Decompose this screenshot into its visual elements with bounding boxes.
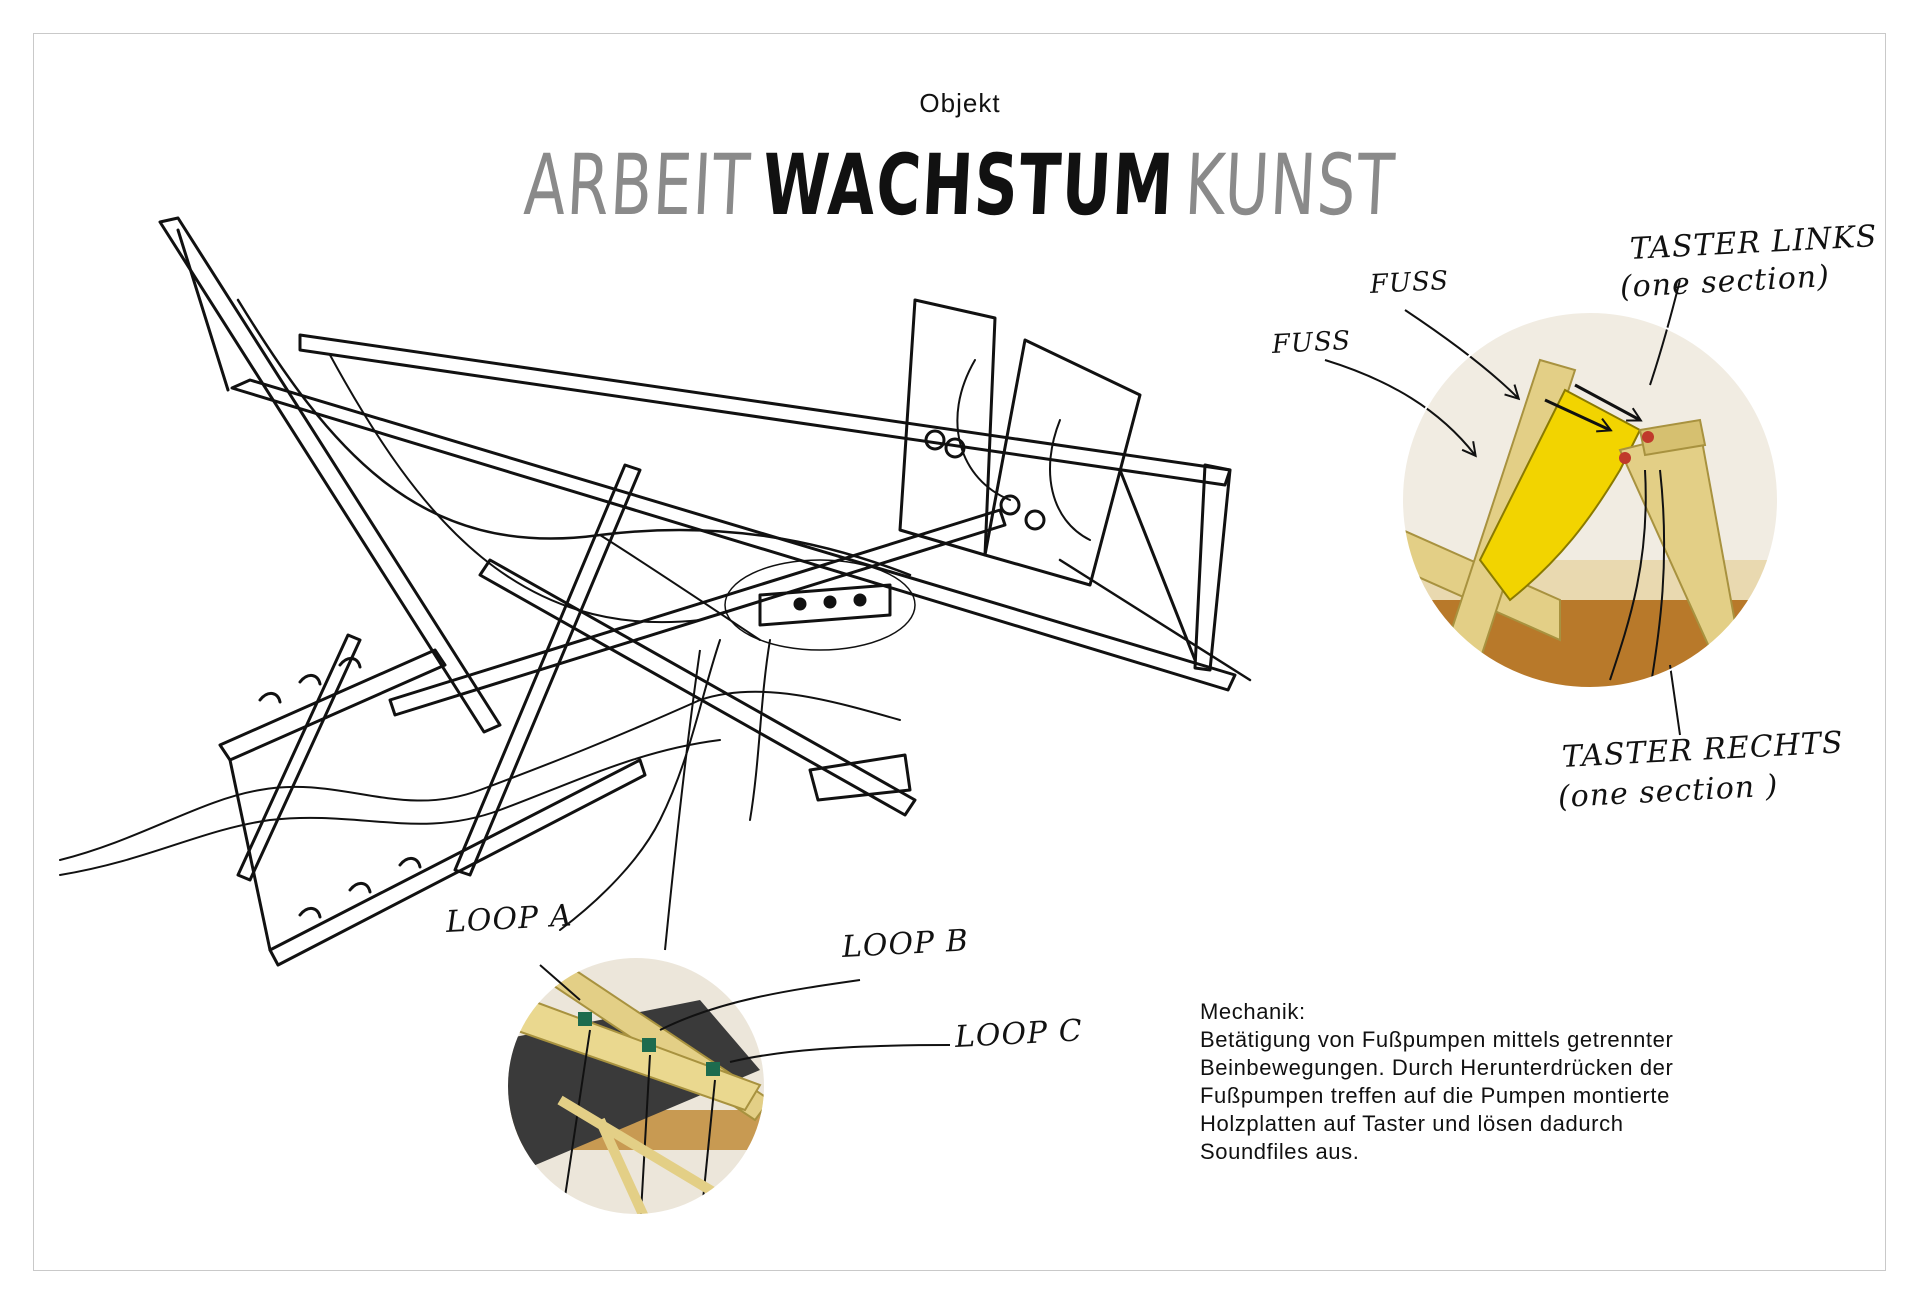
deckchair-sketch bbox=[59, 216, 1252, 967]
annotation-lines bbox=[539, 279, 1681, 1063]
eyebrow-label: Objekt bbox=[919, 88, 1001, 118]
label-fuss-left: FUSS bbox=[1369, 265, 1450, 300]
mechanik-line: Soundfiles aus. bbox=[1200, 1139, 1360, 1164]
mechanik-line: Beinbewegungen. Durch Herunterdrücken de… bbox=[1200, 1055, 1674, 1080]
label-loop-a: LOOP A bbox=[445, 898, 574, 940]
pump-detail-photo bbox=[1402, 312, 1778, 688]
label-fuss-lower: FUSS bbox=[1271, 325, 1352, 360]
mechanik-line: Betätigung von Fußpumpen mittels getrenn… bbox=[1200, 1027, 1674, 1052]
page-frame bbox=[33, 33, 1886, 1271]
mechanik-line: Holzplatten auf Taster und lösen dadurch bbox=[1200, 1111, 1624, 1136]
mechanik-heading: Mechanik: bbox=[1200, 999, 1306, 1024]
mechanik-line: Fußpumpen treffen auf die Pumpen montier… bbox=[1200, 1083, 1670, 1108]
mechanik-description: Mechanik: Betätigung von Fußpumpen mitte… bbox=[1200, 998, 1800, 1166]
label-loop-b: LOOP B bbox=[841, 923, 970, 965]
loop-buttons-photo bbox=[508, 958, 764, 1214]
label-loop-c: LOOP C bbox=[954, 1013, 1084, 1055]
